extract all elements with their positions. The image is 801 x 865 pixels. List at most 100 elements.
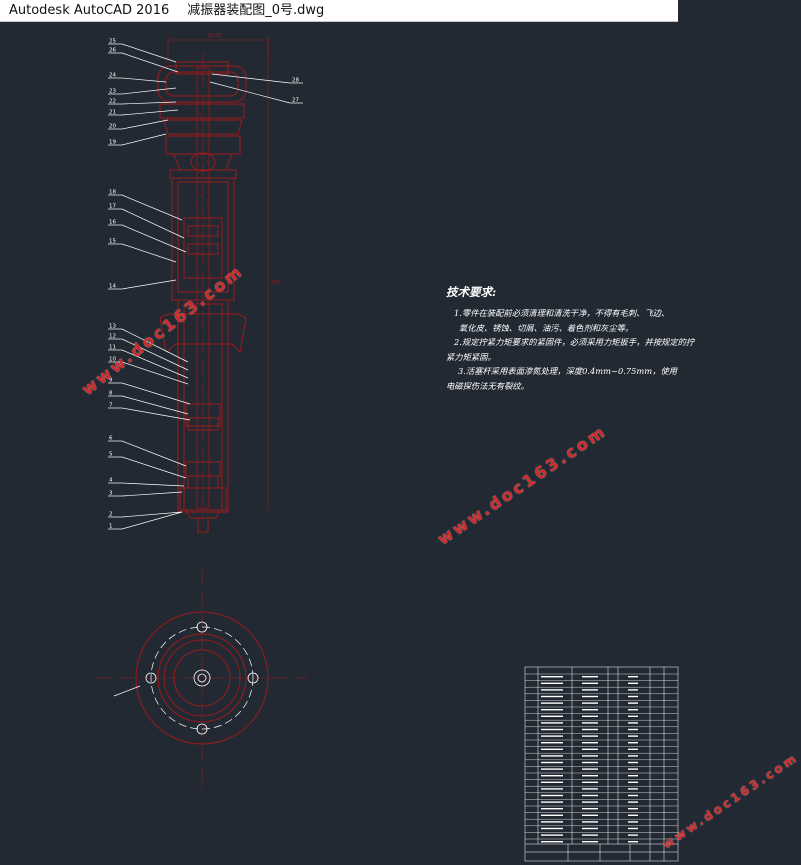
cell-text-mark	[541, 742, 563, 744]
balloon-leader	[121, 52, 179, 73]
drawing-canvas[interactable]: Φ135 555	[0, 22, 801, 862]
balloon-label: 10	[109, 357, 116, 363]
cell-text-mark	[582, 735, 598, 737]
cell-text-mark	[541, 768, 563, 770]
balloon-leader	[121, 133, 167, 146]
cell-text-mark	[628, 722, 638, 724]
cell-text-mark	[582, 742, 598, 744]
cell-text-mark	[582, 794, 598, 797]
cell-text-mark	[541, 775, 563, 777]
watermark-3: www.doc163.com	[660, 750, 801, 852]
balloon-label: 26	[109, 48, 116, 54]
balloon-label: 23	[109, 89, 116, 95]
cell-text-mark	[541, 728, 563, 731]
cell-text-mark	[582, 788, 598, 790]
tech-req-title: 技术要求:	[446, 285, 497, 299]
cell-text-mark	[582, 768, 598, 770]
assembly-drawing: Φ135 555	[98, 33, 679, 862]
balloon-leader	[121, 101, 177, 105]
tech-req-line-2: 氧化皮、锈蚀、切屑、油污、着色剂和灰尘等。	[459, 322, 634, 333]
technical-requirements: 技术要求: 1.零件在装配前必须清理和清洗干净，不得有毛刺、飞边、 氧化皮、锈蚀…	[446, 284, 694, 393]
cell-text-mark	[582, 715, 598, 717]
cell-text-mark	[541, 794, 563, 797]
cell-text-mark	[628, 841, 638, 843]
balloon-leader	[121, 395, 189, 415]
cell-text-mark	[628, 702, 638, 704]
balloon-label: 3	[109, 491, 113, 497]
cell-text-mark	[628, 775, 638, 777]
cell-text-mark	[541, 801, 563, 803]
cell-text-mark	[582, 775, 598, 777]
balloon-label: 1	[109, 524, 113, 530]
cell-text-mark	[541, 715, 563, 717]
balloon-leader	[121, 43, 177, 63]
cell-text-mark	[582, 841, 598, 843]
cell-text-mark	[628, 695, 638, 698]
balloon-leader	[121, 243, 177, 263]
cell-text-mark	[541, 702, 563, 704]
balloon-label: 21	[109, 110, 116, 116]
balloon-label: 14	[109, 284, 116, 290]
cell-text-mark	[628, 821, 638, 823]
cell-text-mark	[541, 695, 563, 698]
balloon-label: 5	[109, 452, 113, 458]
cell-text-mark	[582, 722, 598, 724]
cell-text-mark	[628, 827, 638, 830]
title-block-rows	[525, 673, 678, 840]
balloon-label: 27	[292, 98, 299, 104]
balloon-leader	[121, 349, 189, 379]
tech-req-line-4: 紧力矩紧固。	[446, 351, 496, 362]
cell-text-mark	[628, 788, 638, 790]
cell-text-mark	[628, 748, 638, 750]
cell-text-mark	[582, 709, 598, 711]
cell-text-mark	[628, 761, 638, 764]
cell-text-mark	[541, 722, 563, 724]
balloon-label: 15	[109, 239, 116, 245]
balloon-label: 22	[109, 99, 116, 105]
cell-text-mark	[628, 808, 638, 810]
cell-text-mark	[628, 715, 638, 717]
balloon-label: 24	[109, 73, 116, 79]
document-title: 减振器装配图_0号.dwg	[187, 3, 325, 18]
balloon-label: 8	[109, 391, 113, 397]
cell-text-mark	[582, 695, 598, 698]
cell-text-mark	[628, 742, 638, 744]
balloon-label: 11	[109, 345, 116, 351]
balloon-leaders-right	[209, 73, 303, 104]
balloon-leader	[121, 338, 189, 371]
cell-text-mark	[628, 676, 638, 678]
balloon-label: 7	[109, 403, 113, 409]
cell-text-mark	[628, 709, 638, 711]
balloon-leader	[121, 511, 183, 530]
balloon-label: 18	[109, 190, 116, 196]
damper-section-view: Φ135 555	[157, 33, 281, 533]
balloon-label: 16	[109, 220, 116, 226]
plan-view	[98, 570, 308, 792]
cell-text-mark	[541, 755, 563, 757]
balloon-leader	[121, 407, 191, 421]
app-title: Autodesk AutoCAD 2016	[9, 3, 170, 18]
tech-req-line-3: 2.规定拧紧力矩要求的紧固件，必须采用力矩扳手，并按规定的拧	[454, 337, 695, 347]
cell-text-mark	[541, 689, 563, 691]
balloon-leader	[121, 119, 169, 130]
window-titlebar: Autodesk AutoCAD 2016 减振器装配图_0号.dwg	[0, 0, 678, 22]
balloon-leader	[121, 224, 187, 253]
cell-text-mark	[582, 682, 598, 684]
cell-text-mark	[628, 794, 638, 797]
balloon-leader	[121, 87, 177, 95]
balloon-labels-left: 2526242322212019181716151413121110987654…	[109, 39, 116, 530]
cell-text-mark	[628, 781, 638, 783]
balloon-label: 4	[109, 478, 113, 484]
cell-text-mark	[628, 735, 638, 737]
balloon-label: 19	[109, 140, 116, 146]
balloon-leader	[121, 208, 185, 239]
cell-text-mark	[582, 827, 598, 830]
cell-text-mark	[582, 728, 598, 731]
cell-text-mark	[628, 768, 638, 770]
cell-text-mark	[628, 801, 638, 803]
balloon-label: 25	[109, 39, 116, 45]
balloon-label: 12	[109, 334, 116, 340]
cell-text-mark	[582, 689, 598, 691]
cell-text-mark	[582, 676, 598, 678]
balloon-label: 17	[109, 204, 116, 210]
